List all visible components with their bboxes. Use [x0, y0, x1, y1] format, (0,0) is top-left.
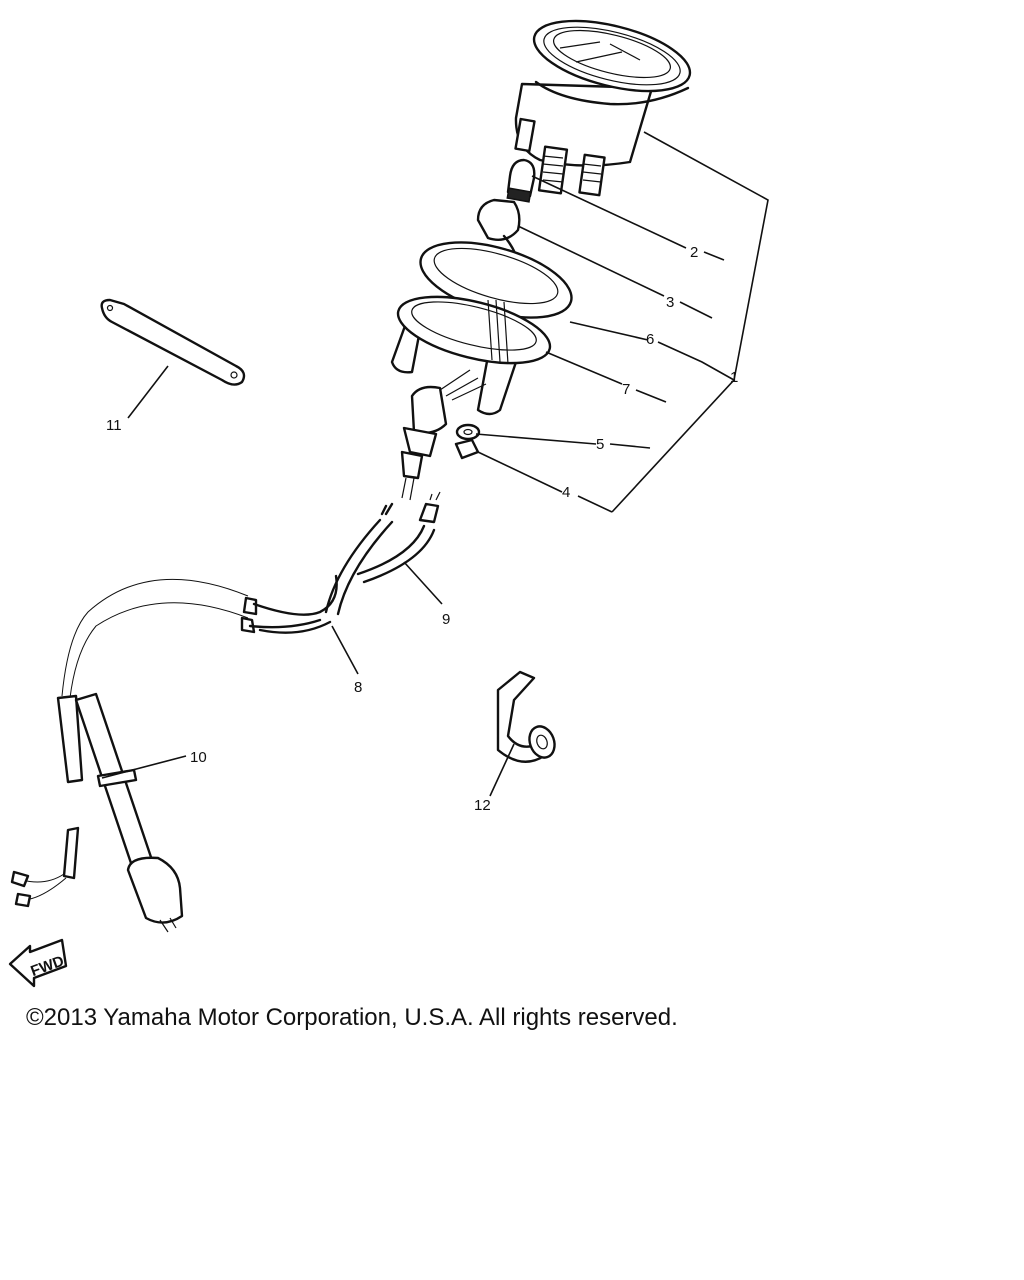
meter-case[interactable]	[390, 284, 557, 416]
callout-10: 10	[190, 749, 207, 766]
leader-lines	[101, 131, 769, 797]
callout-2: 2	[690, 244, 698, 261]
mounting-bracket[interactable]	[496, 670, 559, 763]
callout-7: 7	[622, 381, 630, 398]
meter-drive-connector[interactable]	[400, 369, 487, 501]
meter-assembly[interactable]	[514, 8, 697, 197]
callout-3: 3	[666, 294, 674, 311]
callout-9: 9	[442, 611, 450, 628]
callout-8: 8	[354, 679, 362, 696]
forward-arrow-icon: FWD	[8, 938, 68, 988]
callout-labels: 2 3 6 1 7 5 4 11 9 8 10 12	[106, 244, 738, 814]
copyright-notice: ©2013 Yamaha Motor Corporation, U.S.A. A…	[26, 1004, 678, 1031]
callout-11: 11	[106, 417, 122, 434]
callout-1: 1	[730, 369, 738, 386]
washer[interactable]	[455, 423, 481, 441]
meter-bulb[interactable]	[506, 158, 536, 203]
lead-wire[interactable]	[356, 491, 441, 584]
nut[interactable]	[454, 438, 480, 460]
callout-4: 4	[562, 484, 570, 501]
sensor-harness[interactable]	[10, 578, 249, 933]
meter-cable[interactable]	[240, 502, 394, 634]
callout-5: 5	[596, 436, 604, 453]
callout-12: 12	[474, 797, 491, 814]
meter-strap[interactable]	[100, 298, 246, 386]
callout-6: 6	[646, 331, 654, 348]
